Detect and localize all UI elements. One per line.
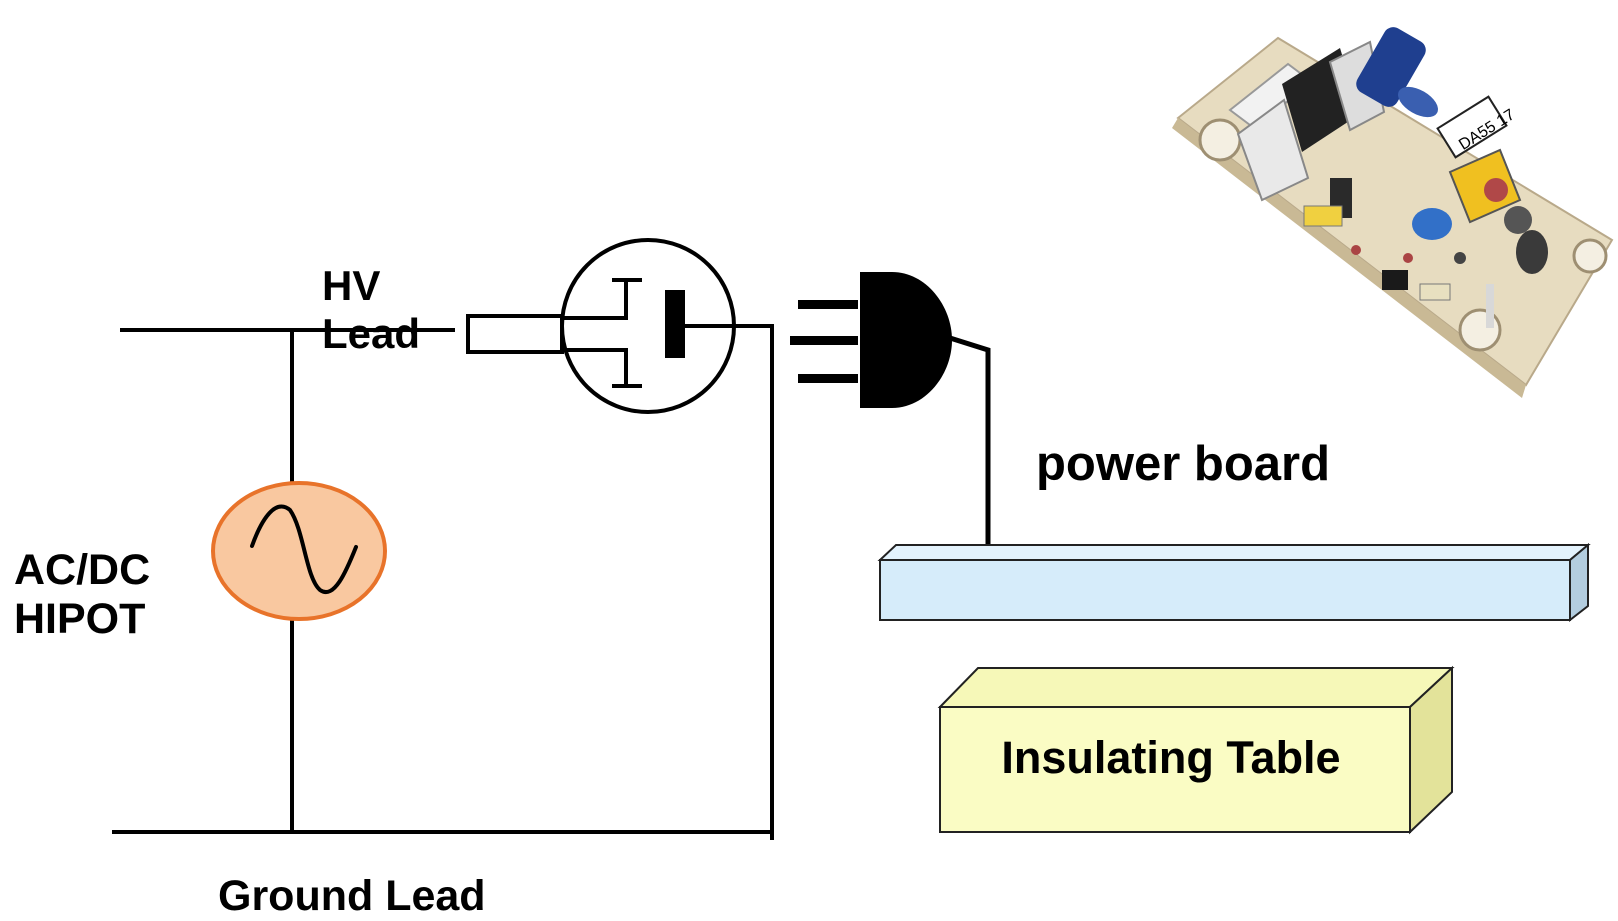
insulating-table-label-text: Insulating Table [1001, 732, 1341, 784]
probe-handle [466, 314, 564, 354]
power-board-label: power board [1036, 437, 1331, 491]
insulating-table [937, 665, 1455, 835]
power-plug-icon [790, 272, 999, 585]
hipot-label-line2: HIPOT [14, 595, 146, 644]
hipot-label: AC/DC HIPOT [14, 546, 150, 645]
hipot-label-line1: AC/DC [14, 546, 151, 594]
circuit-wires [112, 324, 774, 840]
insulating-table-label: Insulating Table [940, 682, 1402, 834]
hv-lead-label-line1: HV [322, 262, 381, 309]
power-board-plank [877, 542, 1591, 623]
ac-sine-source-icon [211, 481, 387, 621]
hv-lead-label-line2: Lead [322, 310, 421, 358]
hv-lead-label: HV Lead [322, 262, 420, 359]
hv-probe-icon [466, 238, 736, 414]
power-board-pcb-image: DA55 17 [1172, 27, 1614, 398]
probe-plate [665, 290, 685, 358]
ground-lead-label: Ground Lead [218, 872, 486, 920]
